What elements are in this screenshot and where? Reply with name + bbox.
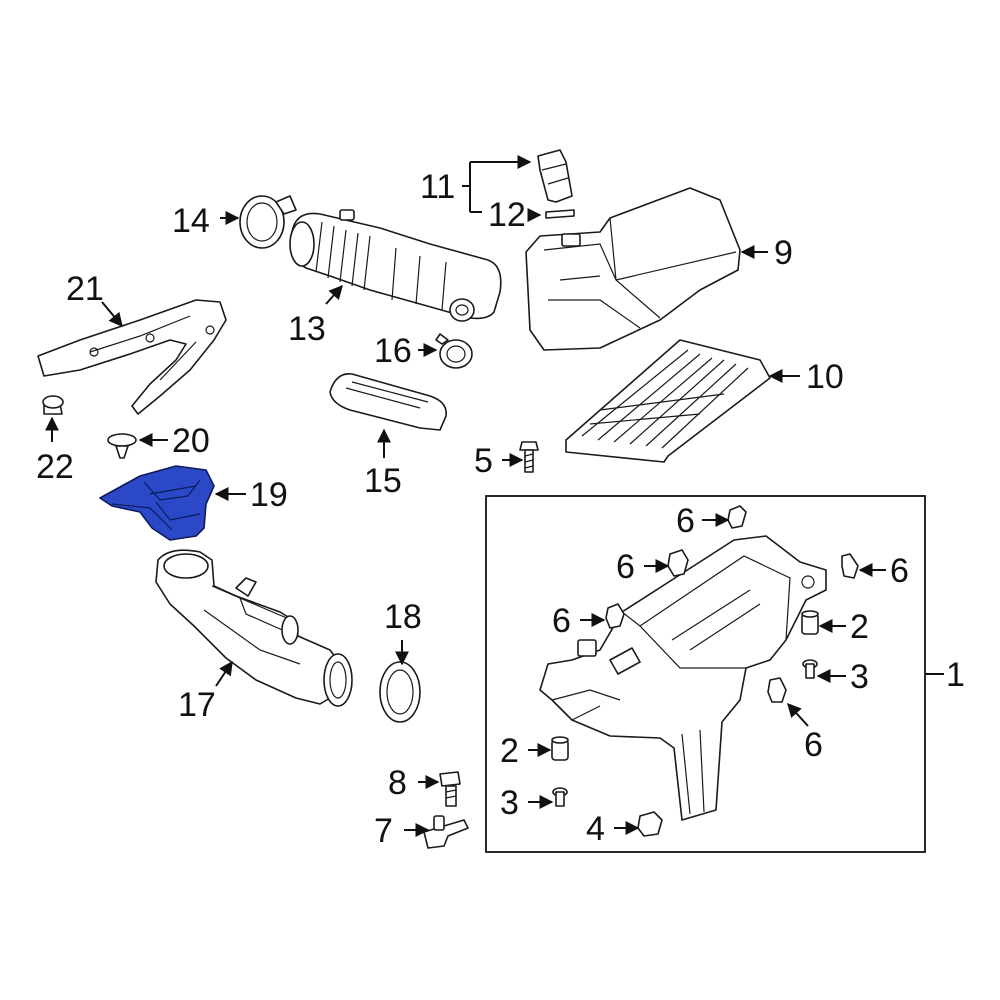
part-15-duct[interactable] — [329, 373, 447, 431]
part-10-air-filter[interactable] — [565, 339, 771, 463]
part-8-bolt[interactable] — [439, 771, 461, 807]
callout-6c: 6 — [890, 552, 909, 590]
callout-8: 8 — [388, 764, 407, 802]
callout-11: 11 — [420, 168, 455, 206]
callout-16: 16 — [374, 332, 412, 370]
callout-6d: 6 — [552, 602, 571, 640]
callout-18: 18 — [384, 598, 422, 636]
part-17-resonator-duct[interactable] — [155, 549, 353, 707]
callout-3b: 3 — [500, 784, 519, 822]
part-1-air-cleaner-body[interactable] — [539, 535, 827, 821]
callout-15: 15 — [364, 462, 402, 500]
callout-7: 7 — [374, 812, 393, 850]
callout-21: 21 — [66, 270, 104, 308]
part-6-clip-top[interactable] — [727, 505, 747, 529]
part-2-grommet-left[interactable] — [551, 736, 569, 761]
callout-13-leader — [325, 284, 343, 305]
part-9-air-cleaner-cover[interactable] — [525, 187, 741, 351]
part-5-bolt[interactable] — [519, 441, 539, 473]
callout-17-leader — [215, 660, 233, 687]
callout-3a: 3 — [850, 658, 869, 696]
callout-6b: 6 — [616, 548, 635, 586]
callout-13: 13 — [288, 310, 326, 348]
part-18-clamp[interactable] — [379, 661, 421, 723]
callout-2b: 2 — [500, 732, 519, 770]
part-22-clip[interactable] — [42, 395, 64, 415]
callout-1: 1 — [946, 656, 965, 694]
part-7-bracket-nut[interactable] — [423, 815, 469, 849]
callout-14: 14 — [172, 202, 210, 240]
callout-12: 12 — [488, 196, 526, 234]
callout-2a: 2 — [850, 608, 869, 646]
callout-labels: 1 2 3 2 3 4 5 6 6 6 6 6 7 8 9 10 11 12 1… — [36, 168, 965, 850]
part-13-intake-hose[interactable] — [289, 209, 502, 322]
leader-lines — [45, 155, 886, 837]
callout-6e-leader — [787, 702, 809, 727]
part-11-sensor[interactable] — [537, 149, 573, 203]
part-16-clamp[interactable] — [435, 333, 473, 369]
callout-11-12-bracket — [462, 162, 471, 212]
part-4-nut[interactable] — [637, 811, 663, 837]
part-12-seal[interactable] — [545, 209, 575, 219]
part-6-clip-right[interactable] — [841, 553, 859, 579]
callout-9: 9 — [774, 234, 793, 272]
part-6-clip-lower[interactable] — [767, 677, 787, 703]
part-14-clamp[interactable] — [239, 195, 297, 249]
callout-20: 20 — [172, 422, 210, 460]
part-3-bolt-left[interactable] — [552, 787, 568, 807]
callout-6e: 6 — [804, 726, 823, 764]
callout-21-leader — [101, 301, 123, 328]
part-20-clip[interactable] — [107, 433, 137, 459]
part-6-clip-upper-left[interactable] — [667, 549, 689, 577]
part-19-inlet-duct-highlighted[interactable] — [99, 465, 215, 541]
part-21-bracket[interactable] — [37, 299, 227, 415]
callout-17: 17 — [178, 686, 216, 724]
callout-4: 4 — [586, 810, 605, 848]
callout-5: 5 — [474, 442, 493, 480]
part-6-clip-left[interactable] — [605, 603, 625, 629]
part-2-grommet-right[interactable] — [801, 610, 819, 635]
callout-10: 10 — [806, 358, 844, 396]
callout-22: 22 — [36, 448, 74, 486]
callout-19: 19 — [250, 476, 288, 514]
part-3-bolt-right[interactable] — [802, 659, 818, 679]
callout-6a: 6 — [676, 502, 695, 540]
